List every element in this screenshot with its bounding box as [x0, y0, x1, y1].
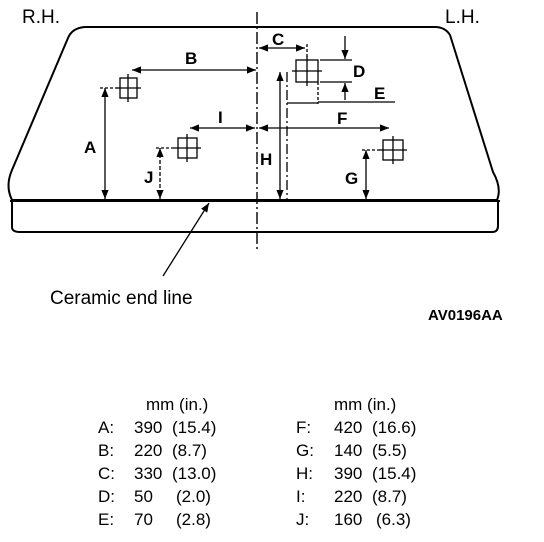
- table-row-key: G:: [296, 441, 314, 460]
- table-row-key: J:: [296, 510, 309, 529]
- ceramic-end-line-label: Ceramic end line: [50, 288, 193, 309]
- table-header-right: mm (in.): [334, 395, 396, 414]
- dim-i-label: I: [218, 108, 223, 127]
- table-row-mm: 330: [134, 464, 162, 483]
- table-row-key: A:: [98, 418, 114, 437]
- reference-code: AV0196AA: [428, 307, 503, 324]
- table-row-inch: (2.0): [176, 487, 211, 506]
- dim-d-label: D: [353, 62, 365, 81]
- table-row-inch: (6.3): [376, 510, 411, 529]
- dim-a-label: A: [84, 138, 96, 157]
- table-header-left: mm (in.): [146, 395, 208, 414]
- table-row-inch: (16.6): [372, 418, 416, 437]
- glass-outline: [7, 26, 500, 201]
- table-row-inch: (2.8): [176, 510, 211, 529]
- table-row-key: I:: [296, 487, 305, 506]
- table-row-key: F:: [296, 418, 311, 437]
- dim-g-label: G: [345, 169, 358, 188]
- table-row-key: D:: [98, 487, 115, 506]
- table-row-mm: 220: [334, 487, 362, 506]
- table-row-mm: 220: [134, 441, 162, 460]
- dim-e-label: E: [374, 84, 385, 103]
- table-row-mm: 50: [134, 487, 153, 506]
- dim-c-label: C: [272, 30, 284, 49]
- table-row-key: E:: [98, 510, 114, 529]
- mounting-pad-center-left: [174, 134, 201, 162]
- table-row-mm: 390: [134, 418, 162, 437]
- table-row-key: C:: [98, 464, 115, 483]
- table-row-inch: (15.4): [372, 464, 416, 483]
- dim-f-label: F: [337, 109, 347, 128]
- table-row-key: B:: [98, 441, 114, 460]
- table-row-inch: (5.5): [372, 441, 407, 460]
- table-row-mm: 70: [134, 510, 153, 529]
- table-row-inch: (15.4): [172, 418, 216, 437]
- right-hand-label: R.H.: [22, 7, 60, 28]
- ceramic-end-band: [11, 200, 499, 233]
- dim-h-label: H: [260, 150, 272, 169]
- table-row-inch: (8.7): [372, 487, 407, 506]
- ceramic-callout-leader: [162, 202, 210, 277]
- dim-b-label: B: [185, 49, 197, 68]
- table-row-inch: (13.0): [172, 464, 216, 483]
- mounting-pad-right: [379, 136, 407, 164]
- dim-j-label: J: [144, 168, 153, 187]
- mounting-pad-upper-left: [116, 74, 141, 102]
- mounting-pad-upper-right: [292, 56, 322, 86]
- table-row-mm: 160: [334, 510, 362, 529]
- table-row-key: H:: [296, 464, 313, 483]
- table-row-mm: 420: [334, 418, 362, 437]
- table-row-mm: 390: [334, 464, 362, 483]
- table-row-inch: (8.7): [172, 441, 207, 460]
- left-hand-label: L.H.: [445, 7, 480, 28]
- table-row-mm: 140: [334, 441, 362, 460]
